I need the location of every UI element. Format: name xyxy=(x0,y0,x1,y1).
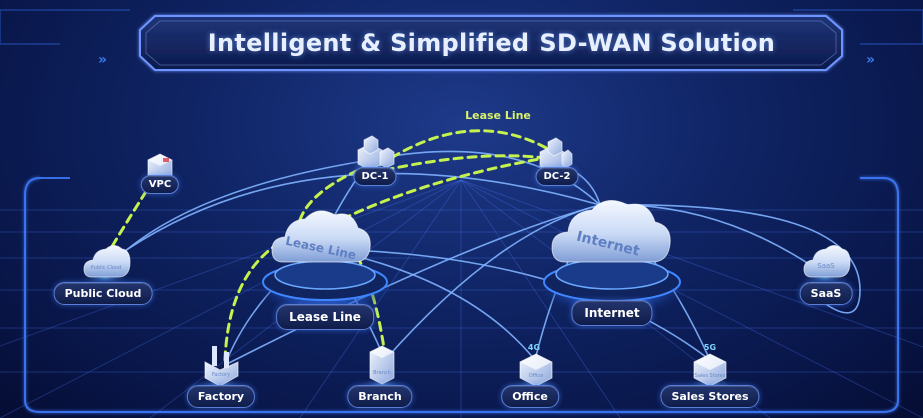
sales-stores-label: Sales Stores xyxy=(660,385,760,408)
double-chevron-right-icon: » xyxy=(866,52,876,68)
lease-line-platform xyxy=(253,260,397,314)
lease-line-cloud-icon: Lease Line xyxy=(271,210,371,263)
branch-label: Branch xyxy=(347,385,413,408)
saas-label: SaaS xyxy=(799,282,853,305)
internet-cloud-icon: Internet xyxy=(551,200,671,263)
double-chevron-right-icon: » xyxy=(98,52,108,68)
saas-icon-text: SaaS xyxy=(817,262,835,270)
office-label: Office xyxy=(501,385,559,408)
lease-line-label: Lease Line xyxy=(276,304,374,330)
public-cloud-icon-text: Public Cloud xyxy=(91,265,122,271)
public-cloud-label: Public Cloud xyxy=(53,282,153,305)
office-building-icon: 4G Office xyxy=(519,343,553,387)
title-part-2: SD-WAN Solution xyxy=(539,29,776,57)
office-badge: 4G xyxy=(528,343,540,352)
saas-cloud-icon: SaaS xyxy=(803,245,851,278)
title-banner xyxy=(0,9,923,71)
page-title: Intelligent & Simplified SD-WAN Solution xyxy=(143,16,840,70)
sales-stores-badge: 5G xyxy=(704,343,716,352)
dc1-building-icon xyxy=(357,135,395,171)
branch-icon-text: Branch xyxy=(373,370,391,376)
branch-building-icon: Branch xyxy=(369,345,395,385)
factory-building-icon: Factory xyxy=(204,346,239,387)
outer-frame xyxy=(24,177,899,413)
lease-line-caption: Lease Line xyxy=(465,109,531,122)
office-icon-text: Office xyxy=(529,373,544,379)
internet-label: Internet xyxy=(571,300,653,326)
factory-icon-text: Factory xyxy=(212,372,230,378)
factory-label: Factory xyxy=(186,385,256,408)
dc1-label: DC-1 xyxy=(353,167,397,186)
dc2-label: DC-2 xyxy=(535,167,579,186)
dc2-building-icon xyxy=(539,137,573,173)
sales-stores-icon-text: Sales Stores xyxy=(695,373,726,379)
vpc-label: VPC xyxy=(140,175,180,194)
title-part-1: Intelligent & Simplified xyxy=(207,29,530,57)
internet-platform xyxy=(532,258,692,316)
public-cloud-icon: Public Cloud xyxy=(83,245,131,278)
sales-stores-building-icon: 5G Sales Stores xyxy=(693,343,727,387)
